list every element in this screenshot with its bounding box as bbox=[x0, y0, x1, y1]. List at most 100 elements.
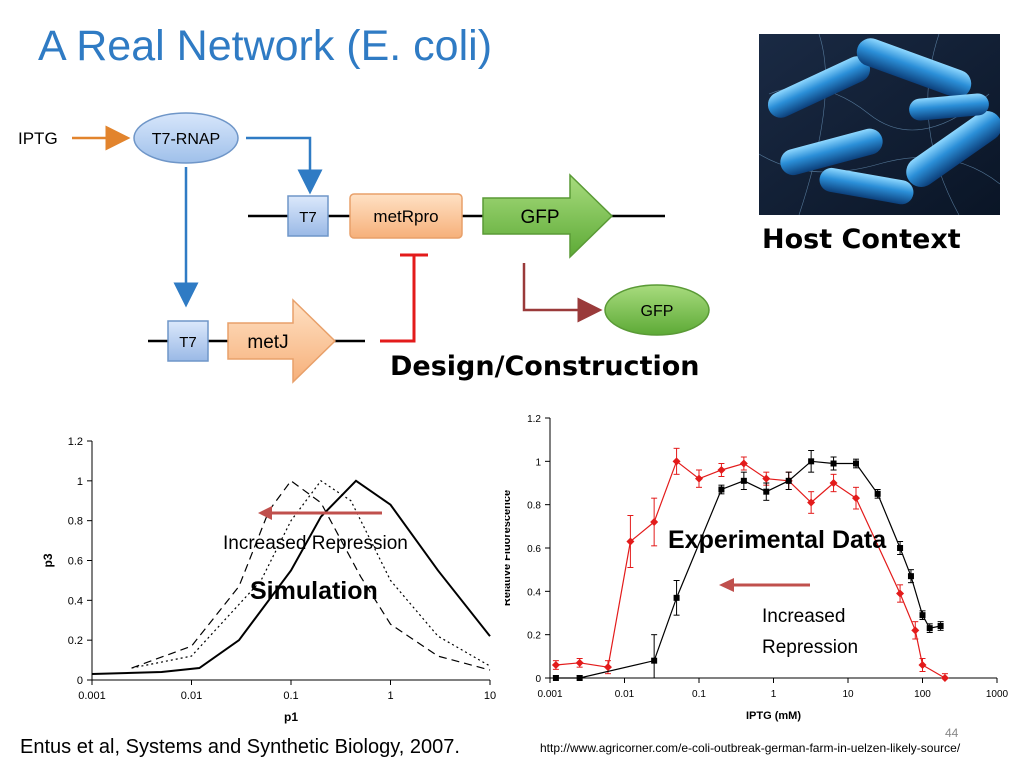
iptg-label: IPTG bbox=[18, 129, 58, 148]
data-point-red bbox=[918, 661, 927, 669]
data-point-black bbox=[830, 460, 837, 467]
top-t7-promoter bbox=[287, 195, 329, 237]
data-point-black bbox=[919, 612, 926, 619]
data-point-red bbox=[603, 663, 612, 672]
x-tick-label: 0.01 bbox=[181, 690, 202, 702]
data-point-black bbox=[852, 460, 859, 467]
x-axis-label: p1 bbox=[284, 710, 298, 724]
series-line-red bbox=[555, 460, 946, 679]
data-point-black bbox=[926, 625, 933, 632]
series-line-black bbox=[555, 460, 941, 679]
y-tick-label: 0 bbox=[77, 675, 83, 687]
data-point-red bbox=[551, 661, 560, 669]
y-tick-label: 0.8 bbox=[527, 501, 541, 512]
page-number: 44 bbox=[945, 726, 959, 740]
host-context-caption: Host Context bbox=[762, 224, 961, 255]
metrpro-box bbox=[349, 193, 463, 239]
gfp-gene-arrow bbox=[482, 173, 614, 259]
y-tick-label: 0.4 bbox=[527, 587, 541, 598]
expression-arrow bbox=[522, 263, 603, 323]
metj-label: metJ bbox=[247, 332, 288, 353]
data-point-red bbox=[911, 626, 920, 635]
x-axis-label: IPTG (mM) bbox=[746, 710, 801, 722]
data-point-red bbox=[717, 466, 726, 474]
data-point-red bbox=[672, 457, 681, 466]
series-line-dotted bbox=[131, 480, 491, 669]
data-point-red bbox=[851, 494, 860, 503]
data-point-black bbox=[552, 675, 559, 681]
experimental-annotation: Repression bbox=[762, 637, 858, 658]
t7rnap-to-top-promoter-arrow bbox=[246, 136, 323, 195]
data-point-red bbox=[829, 479, 838, 487]
gfp-protein-node bbox=[604, 284, 710, 336]
data-point-black bbox=[907, 573, 914, 580]
data-point-black bbox=[937, 623, 944, 629]
ecoli-image bbox=[759, 34, 1000, 215]
data-point-red bbox=[650, 518, 659, 526]
data-point-red bbox=[739, 459, 748, 468]
x-tick-label: 10 bbox=[484, 690, 496, 702]
x-tick-label: 0.1 bbox=[283, 690, 298, 702]
y-axis-label: p3 bbox=[41, 553, 55, 567]
x-tick-label: 10 bbox=[842, 689, 854, 700]
data-point-black bbox=[718, 486, 725, 493]
data-point-black bbox=[740, 477, 747, 484]
x-tick-label: 0.001 bbox=[78, 690, 106, 702]
data-point-red bbox=[940, 674, 949, 682]
simulation-chart: 0 0.2 0.4 0.6 0.8 1 1.2 0.001 0.01 0.1 1 10 p1 p3 Incr… bbox=[41, 436, 496, 724]
y-tick-label: 0.8 bbox=[68, 516, 83, 528]
top-t7-label: T7 bbox=[299, 209, 317, 226]
slide-title: A Real Network (E. coli) bbox=[38, 22, 493, 70]
y-axis-label: Relative Fluorescence bbox=[505, 490, 513, 606]
t7rnap-label: T7-RNAP bbox=[152, 131, 220, 148]
x-tick-label: 1 bbox=[387, 690, 393, 702]
repression-arrow-head bbox=[258, 506, 272, 520]
bottom-t7-promoter bbox=[167, 320, 209, 362]
simulation-label: Simulation bbox=[250, 577, 378, 605]
data-point-red bbox=[762, 474, 771, 483]
data-point-black bbox=[874, 490, 881, 497]
repression-line bbox=[380, 255, 416, 343]
series-line-dashed bbox=[131, 479, 491, 671]
source-url[interactable]: http://www.agricorner.com/e-coli-outbrea… bbox=[540, 741, 961, 755]
gfp-protein-label: GFP bbox=[641, 303, 674, 320]
genetic-network-diagram: IPTG T7-RNAP T7 metRpro GFP GFP T7 metJ bbox=[18, 112, 710, 384]
design-construction-caption: Design/Construction bbox=[390, 351, 700, 382]
data-point-black bbox=[673, 594, 680, 601]
experimental-annotation: Increased bbox=[762, 606, 845, 627]
x-tick-label: 0.1 bbox=[692, 689, 706, 700]
y-tick-label: 1.2 bbox=[68, 436, 83, 448]
x-tick-label: 100 bbox=[914, 689, 931, 700]
data-point-red bbox=[575, 658, 584, 667]
data-point-red bbox=[807, 498, 816, 507]
metrpro-label: metRpro bbox=[373, 207, 438, 226]
bacteria-rods bbox=[767, 38, 1000, 205]
y-tick-label: 0.2 bbox=[68, 635, 83, 647]
data-point-black bbox=[785, 477, 792, 484]
bottom-t7-label: T7 bbox=[179, 334, 197, 351]
data-point-black bbox=[651, 657, 658, 664]
repression-arrow-head bbox=[719, 578, 734, 592]
metj-gene-arrow bbox=[227, 298, 337, 384]
x-tick-label: 1 bbox=[771, 689, 777, 700]
y-tick-label: 0.4 bbox=[68, 595, 83, 607]
x-tick-label: 0.01 bbox=[615, 689, 635, 700]
y-tick-label: 1.2 bbox=[527, 414, 541, 425]
y-tick-label: 0.6 bbox=[527, 544, 541, 555]
y-tick-label: 1 bbox=[535, 457, 541, 468]
simulation-annotation: Increased Repression bbox=[223, 533, 408, 554]
data-point-red bbox=[695, 474, 703, 483]
y-tick-label: 0 bbox=[535, 674, 541, 685]
y-tick-label: 1 bbox=[77, 476, 83, 488]
x-tick-label: 0.001 bbox=[537, 689, 562, 700]
x-tick-label: 1000 bbox=[986, 689, 1009, 700]
data-point-black bbox=[576, 675, 583, 681]
series-line-solid bbox=[91, 479, 491, 676]
data-point-red bbox=[896, 589, 905, 598]
y-tick-label: 0.6 bbox=[68, 556, 83, 568]
citation: Entus et al, Systems and Synthetic Biolo… bbox=[20, 736, 460, 758]
t7rnap-node bbox=[133, 112, 239, 164]
data-point-black bbox=[808, 458, 815, 465]
